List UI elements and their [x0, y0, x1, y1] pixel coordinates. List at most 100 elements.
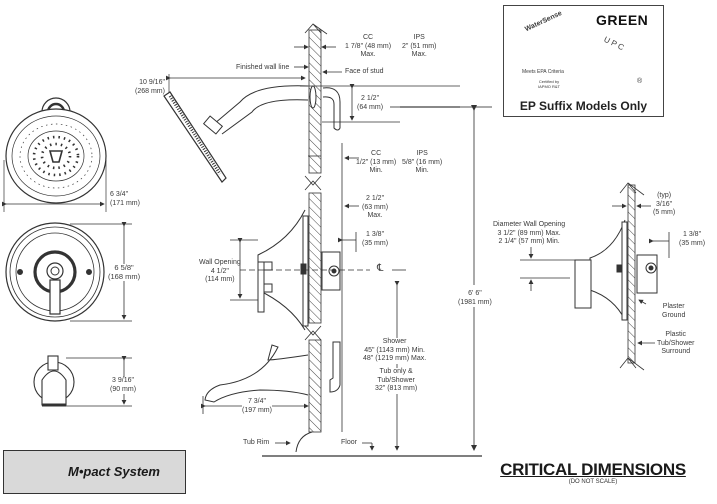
- watersense-sub-text: Meets EPA Criteria: [522, 69, 564, 75]
- do-not-scale-note: (DO NOT SCALE): [568, 479, 618, 485]
- valve-trim-side-view: [230, 209, 406, 451]
- diameter-opening-label: Diameter Wall Opening 3 1/2" (89 mm) Max…: [493, 221, 565, 247]
- ips-title: IPS: [413, 34, 425, 41]
- wall-opening-label: Wall Opening 4 1/2" (114 mm): [199, 259, 241, 285]
- certified-by-text: Certified by: [538, 79, 560, 84]
- plaster-line-1: Plaster: [662, 303, 685, 310]
- showerhead-reach-label: 10 9/16" (268 mm): [135, 79, 165, 96]
- shower-title: Shower: [382, 338, 407, 345]
- cc-title: CC: [362, 34, 374, 41]
- tub-value: 32" (813 mm): [375, 385, 418, 392]
- dim-note: Max.: [367, 212, 383, 219]
- dim-metric: (64 mm): [357, 103, 384, 111]
- dim-imperial: 7 3/4": [247, 398, 266, 405]
- dim-imperial: 10 9/16": [139, 79, 165, 86]
- plaster-ground-label: Plaster Ground: [662, 303, 685, 320]
- trim-height-label: 6 5/8" (168 mm): [108, 263, 141, 281]
- green-label: GREEN: [596, 12, 649, 28]
- certification-box: GREEN Certified by IAPMO R&T EP Suffix M…: [503, 5, 664, 117]
- dim-imperial: 3 9/16": [110, 377, 137, 386]
- diameter-min: 2 1/4" (57 mm) Min.: [498, 238, 560, 245]
- centerline-symbol: ℄: [377, 263, 384, 274]
- tub-height-label: Tub only & Tub/Shower 32" (813 mm): [375, 368, 418, 394]
- wall-opening-title: Wall Opening: [199, 259, 241, 266]
- showerhead-front-view: [2, 97, 107, 212]
- spout-height-label: 3 9/16" (90 mm): [110, 377, 137, 394]
- registered-mark: ®: [637, 78, 643, 85]
- detail-view-valve: [520, 182, 670, 371]
- spout-reach-label: 7 3/4" (197 mm): [242, 398, 272, 415]
- main-wall-section: [304, 23, 343, 433]
- dim-imperial: 6 5/8": [108, 263, 141, 273]
- dim-metric: (268 mm): [135, 87, 165, 95]
- dim-imperial: 6' 6": [468, 290, 482, 297]
- cc-note: Max.: [360, 51, 376, 58]
- valve-offset-label: 1 3/8" (35 mm): [362, 231, 388, 248]
- tub-title-1: Tub only &: [379, 368, 413, 375]
- dim-metric: (63 mm): [362, 203, 389, 211]
- dim-metric: (168 mm): [108, 271, 141, 281]
- finished-wall-line-label: Finished wall line: [236, 64, 290, 71]
- diameter-title: Diameter Wall Opening: [493, 221, 566, 228]
- surround-line-1: Plastic: [665, 331, 687, 338]
- shower-min: 45" (1143 mm) Min.: [364, 346, 425, 354]
- tub-title-2: Tub/Shower: [377, 376, 415, 384]
- mpact-system-name: M•pact System: [68, 464, 160, 479]
- title-block: CRITICAL DIMENSIONS (DO NOT SCALE): [497, 460, 689, 485]
- mpact-system-badge: M•pact System: [3, 450, 186, 494]
- dim-metric: (35 mm): [362, 239, 389, 247]
- showerhead-width-label: 6 3/4" (171 mm): [110, 191, 140, 208]
- dim-metric: (1981 mm): [458, 298, 492, 306]
- dim-imperial: 3/16": [656, 200, 673, 208]
- cc-value: 1/2" (13 mm): [356, 158, 397, 166]
- showerhead-side-view: [163, 74, 460, 183]
- certifier-name: IAPMO R&T: [538, 84, 561, 89]
- ips-max-label: IPS 2" (51 mm) Max.: [402, 34, 436, 60]
- cc-value: 1 7/8" (48 mm): [345, 42, 392, 50]
- ep-suffix-note: EP Suffix Models Only: [519, 99, 648, 113]
- shower-max: 48" (1219 mm) Max.: [363, 355, 427, 362]
- tub-rim-label: Tub Rim: [243, 439, 270, 446]
- surround-label: Plastic Tub/Shower Surround: [657, 331, 694, 357]
- dim-imperial: 2 1/2": [361, 95, 380, 102]
- shower-height-label: Shower 45" (1143 mm) Min. 48" (1219 mm) …: [363, 338, 427, 364]
- dim-imperial: 6 3/4": [110, 191, 129, 198]
- dim-metric: (90 mm): [110, 385, 137, 394]
- dim-imperial: 1 3/8": [683, 231, 702, 238]
- wall-thickness-label: (typ) 3/16" (5 mm): [653, 192, 675, 218]
- surround-line-2: Tub/Shower: [657, 339, 695, 347]
- cc-title: CC: [371, 150, 382, 157]
- plaster-line-2: Ground: [662, 311, 686, 319]
- floor-label: Floor: [341, 439, 357, 446]
- ips-value: 5/8" (16 mm): [402, 158, 443, 166]
- tub-spout-front-view: [33, 355, 132, 407]
- watersense-certifier: Certified by IAPMO R&T: [538, 79, 560, 89]
- dim-imperial: 2 1/2": [366, 195, 385, 202]
- diameter-max: 3 1/2" (89 mm) Max.: [497, 229, 561, 237]
- overall-height-dimension: [390, 105, 492, 451]
- detail-valve-offset-label: 1 3/8" (35 mm): [679, 231, 705, 248]
- ips-note: Max.: [411, 51, 427, 58]
- critical-dimensions-title: CRITICAL DIMENSIONS: [500, 460, 686, 479]
- valve-depth-max-label: 2 1/2" (63 mm) Max.: [362, 195, 388, 221]
- dim-metric: (197 mm): [242, 406, 272, 414]
- cc-max-label: CC 1 7/8" (48 mm) Max.: [345, 34, 391, 60]
- ips-min-label: IPS 5/8" (16 mm) Min.: [402, 150, 442, 176]
- dim-metric: (114 mm): [205, 276, 235, 283]
- face-of-stud-label: Face of stud: [345, 68, 384, 75]
- dim-metric: (5 mm): [653, 209, 676, 216]
- arm-drop-label: 2 1/2" (64 mm): [357, 95, 383, 112]
- ips-value: 2" (51 mm): [402, 42, 437, 50]
- cc-note: Min.: [369, 167, 383, 174]
- surround-line-3: Surround: [661, 348, 691, 355]
- dim-imperial: 4 1/2": [210, 267, 229, 275]
- wall-thickness-arrows: [294, 44, 359, 209]
- dim-metric: (35 mm): [679, 239, 706, 247]
- typ-note: (typ): [657, 192, 672, 199]
- valve-trim-front-view: [5, 222, 132, 322]
- ips-note: Min.: [415, 167, 429, 174]
- dim-metric: (171 mm): [110, 199, 140, 207]
- cc-min-label: CC 1/2" (13 mm) Min.: [356, 150, 396, 176]
- ips-title: IPS: [416, 150, 428, 157]
- dim-imperial: 1 3/8": [366, 231, 385, 238]
